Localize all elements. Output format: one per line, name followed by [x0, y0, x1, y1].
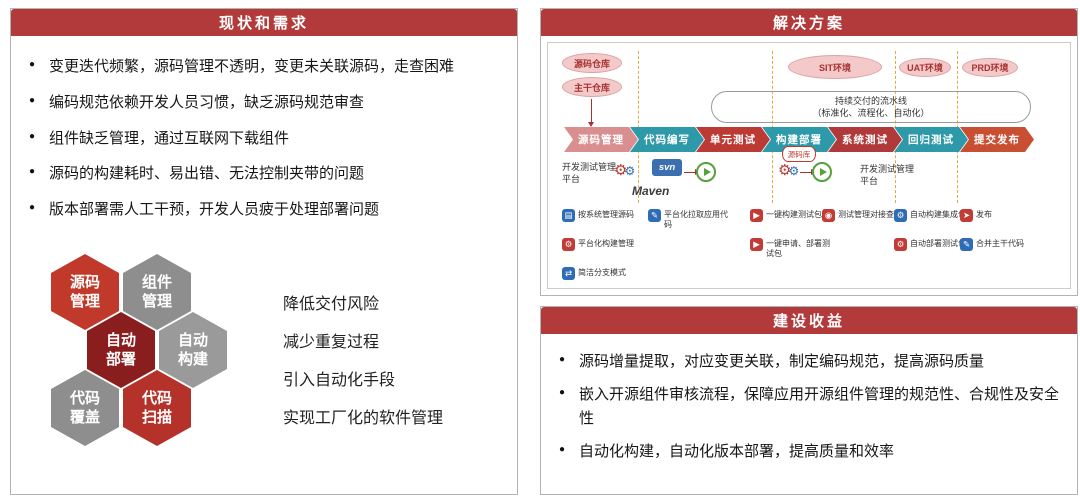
source-repository-ellipse: 源码仓库	[562, 53, 622, 73]
hex-auto-build: 自动 构建	[159, 312, 227, 388]
goal-item: 减少重复过程	[283, 334, 380, 351]
bullet-item: 编码规范依赖开发人员习惯，缺乏源码规范审查	[29, 92, 505, 114]
tool-icon: ✎	[648, 209, 661, 222]
play-icon	[696, 162, 716, 182]
bullet-item: 自动化构建，自动化版本部署，提高质量和效率	[559, 440, 1063, 463]
flow-arrow	[800, 169, 816, 175]
tool-label: 平台化拉取应用代码	[664, 210, 728, 230]
hexagon-cluster: 源码 管理 组件 管理 自动 部署 自动 构建 代码 覆盖 代码 扫描	[39, 254, 271, 470]
svn-logo: svn	[652, 159, 682, 176]
tool-label: 测试管理对接查询	[838, 210, 902, 219]
hex-auto-deploy: 自动 部署	[87, 312, 155, 388]
hex-code-scan: 代码 扫描	[123, 370, 191, 446]
tool-label: 自动部署测试包	[910, 239, 966, 248]
solution-panel: 解决方案 源码仓库 主干仓库 SIT环境 UAT环境 PRD环境 持续交付的流水…	[540, 8, 1078, 296]
repo-flow-arrow	[588, 99, 594, 127]
bullet-item: 版本部署需人工干预，开发人员疲于处理部署问题	[29, 199, 505, 221]
hex-source-management: 源码 管理	[51, 254, 119, 330]
tool-icon: ✎	[960, 238, 973, 251]
stage-regression-test: 回归测试	[894, 127, 968, 152]
tool-label: 按系统管理源码	[578, 210, 634, 219]
hex-component-management: 组件 管理	[123, 254, 191, 330]
gains-bullet-list: 源码增量提取，对应变更关联，制定编码规范，提高源码质量 嵌入开源组件审核流程，保…	[559, 350, 1063, 463]
tool-icon: ⚙	[562, 238, 575, 251]
continuous-delivery-note: 持续交付的流水线 （标准化、流程化、自动化）	[711, 91, 1031, 123]
tool-label: 一键申请、部署测试包	[766, 239, 830, 259]
tool-auto-integration-build: ⚙ 自动构建集成包	[894, 209, 976, 222]
tool-platform-code-pull: ✎ 平台化拉取应用代码	[648, 209, 730, 231]
maven-logo: Maven	[632, 184, 670, 198]
stage-system-test: 系统测试	[828, 127, 902, 152]
goal-item: 实现工厂化的软件管理	[283, 410, 444, 427]
gains-panel: 建设收益 源码增量提取，对应变更关联，制定编码规范，提高源码质量 嵌入开源组件审…	[540, 306, 1078, 495]
tool-release: ➤ 发布	[960, 209, 1016, 222]
tool-label: 自动构建集成包	[910, 210, 966, 219]
play-icon	[812, 162, 832, 182]
tool-label: 简洁分支模式	[578, 268, 626, 277]
pipeline-diagram: 源码仓库 主干仓库 SIT环境 UAT环境 PRD环境 持续交付的流水线 （标准…	[547, 42, 1071, 289]
tool-icon: ⇄	[562, 267, 575, 280]
tool-icon: ⚙	[894, 209, 907, 222]
prd-environment-ellipse: PRD环境	[962, 58, 1018, 77]
hex-code-coverage: 代码 覆盖	[51, 370, 119, 446]
tool-one-click-test-build: ▶ 一键构建测试包	[750, 209, 832, 222]
source-repo-cylinder: 源码库	[782, 146, 816, 162]
trunk-repository-ellipse: 主干仓库	[562, 77, 622, 97]
bullet-item: 变更迭代频繁，源码管理不透明，变更未关联源码，走查困难	[29, 56, 505, 78]
goal-item: 降低交付风险	[283, 296, 380, 313]
tool-icon: ⚙	[894, 238, 907, 251]
gear-icons-right: ⚙ ⚙	[778, 163, 799, 178]
tool-icon: ▶	[750, 238, 763, 251]
gear-icons-left: ⚙ ⚙	[614, 163, 635, 178]
dev-test-platform-label-left: 开发测试管理平台	[562, 162, 617, 185]
tool-system-source-management: ▤ 按系统管理源码	[562, 209, 644, 222]
tool-auto-deploy-test-package: ⚙ 自动部署测试包	[894, 238, 976, 251]
stage-coding: 代码编写	[630, 127, 704, 152]
stage-build-deploy: 构建部署	[762, 127, 836, 152]
goal-list: 降低交付风险 减少重复过程 引入自动化手段 实现工厂化的软件管理	[283, 290, 443, 442]
bullet-item: 嵌入开源组件审核流程，保障应用开源组件管理的规范性、合规性及安全性	[559, 383, 1063, 430]
bullet-item: 组件缺乏管理，通过互联网下载组件	[29, 128, 505, 150]
tool-label: 合并主干代码	[976, 239, 1024, 248]
gear-icon: ⚙	[788, 163, 800, 178]
sit-environment-ellipse: SIT环境	[788, 55, 882, 79]
status-needs-panel: 现状和需求 变更迭代频繁，源码管理不透明，变更未关联源码，走查困难 编码规范依赖…	[10, 8, 518, 495]
tool-label: 平台化构建管理	[578, 239, 634, 248]
gains-title: 建设收益	[541, 307, 1077, 334]
gear-icon: ⚙	[614, 162, 628, 179]
pipeline-stages: 源码管理 代码编写 单元测试 构建部署 系统测试 回归测试 提交发布	[564, 127, 1026, 152]
stage-source-management: 源码管理	[564, 127, 638, 152]
gear-icon: ⚙	[624, 163, 636, 178]
bullet-item: 源码增量提取，对应变更关联，制定编码规范，提高源码质量	[559, 350, 1063, 373]
tool-icon: ➤	[960, 209, 973, 222]
tool-icon: ▤	[562, 209, 575, 222]
solution-title: 解决方案	[541, 9, 1077, 36]
tool-test-management-integration: ◉ 测试管理对接查询	[822, 209, 904, 222]
tool-one-click-apply-deploy: ▶ 一键申请、部署测试包	[750, 238, 832, 260]
dev-test-platform-label-right: 开发测试管理平台	[860, 164, 915, 187]
status-needs-title: 现状和需求	[11, 9, 517, 36]
flow-arrow	[684, 169, 700, 175]
tool-label: 一键构建测试包	[766, 210, 822, 219]
gear-icon: ⚙	[778, 162, 792, 179]
status-bullet-list: 变更迭代频繁，源码管理不透明，变更未关联源码，走查困难 编码规范依赖开发人员习惯…	[29, 56, 505, 221]
stage-release: 提交发布	[960, 127, 1034, 152]
uat-environment-ellipse: UAT环境	[899, 58, 951, 77]
tool-icon: ◉	[822, 209, 835, 222]
tool-simple-branch-mode: ⇄ 简洁分支模式	[562, 267, 644, 280]
stage-unit-test: 单元测试	[696, 127, 770, 152]
goal-item: 引入自动化手段	[283, 372, 396, 389]
tool-icon: ▶	[750, 209, 763, 222]
tool-platform-build-management: ⚙ 平台化构建管理	[562, 238, 644, 251]
bullet-item: 源码的构建耗时、易出错、无法控制夹带的问题	[29, 163, 505, 185]
tool-label: 发布	[976, 210, 992, 219]
tool-merge-trunk-code: ✎ 合并主干代码	[960, 238, 1028, 251]
